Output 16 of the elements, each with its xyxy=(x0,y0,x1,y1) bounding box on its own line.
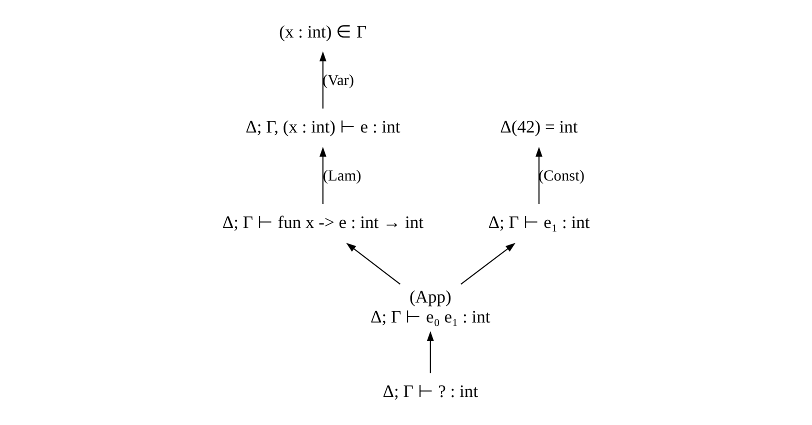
node-text: Δ; Γ ⊢ e₀ e₁ : int xyxy=(370,306,490,326)
node-label: (App) xyxy=(409,286,452,306)
arrow xyxy=(536,146,542,204)
arrow xyxy=(426,330,434,373)
node-text: Δ(42) = int xyxy=(500,116,578,136)
node-text: Δ; Γ ⊢ ? : int xyxy=(382,380,478,401)
node-text: Δ; Γ, (x : int) ⊢ e : int xyxy=(246,116,400,136)
arrow xyxy=(319,50,326,108)
arrow xyxy=(319,146,326,204)
edge-label: (Lam) xyxy=(322,166,362,184)
node-text: Δ; Γ ⊢ fun x -> e : int → int xyxy=(222,212,424,232)
arrow xyxy=(460,242,516,284)
node-text: (x : int) ∈ Γ xyxy=(279,20,367,41)
edge-label: (Const) xyxy=(538,166,584,184)
node-text: Δ; Γ ⊢ e₁ : int xyxy=(488,212,590,232)
arrow xyxy=(346,242,400,284)
